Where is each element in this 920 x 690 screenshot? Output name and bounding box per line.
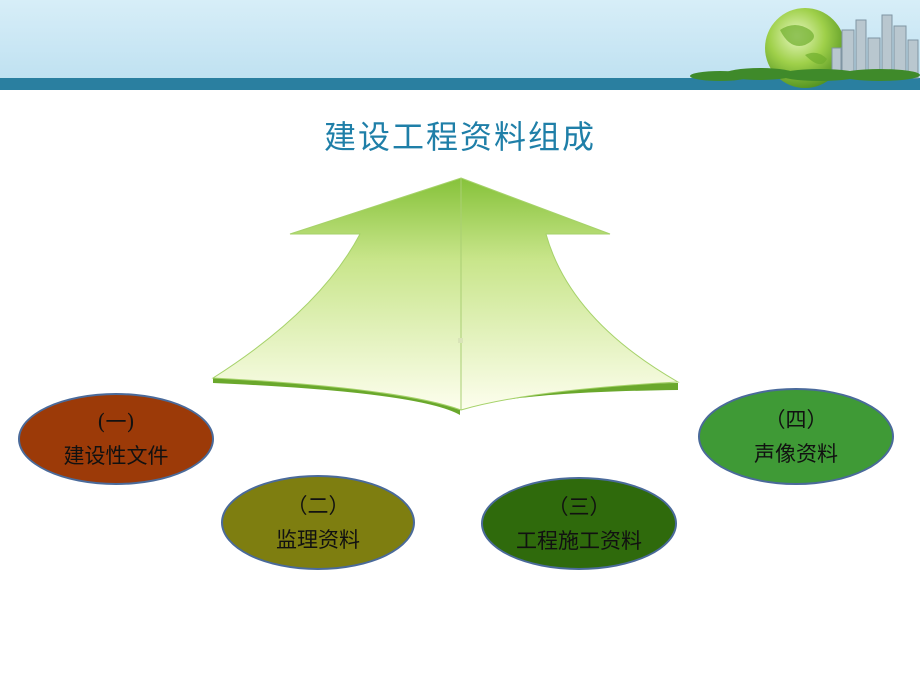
node-label: 声像资料 (754, 441, 838, 466)
header-graphic (0, 0, 920, 90)
globe-icon (765, 8, 845, 88)
node-label: 建设性文件 (63, 444, 169, 468)
node-number: （三） (547, 494, 611, 519)
header-banner (0, 0, 920, 90)
node-number: (一) (97, 410, 135, 434)
node-number: （二） (286, 493, 350, 518)
category-node-2: （二） 监理资料 (221, 475, 415, 570)
category-node-1: (一) 建设性文件 (18, 393, 214, 485)
category-node-3: （三） 工程施工资料 (481, 477, 677, 570)
page-title: 建设工程资料组成 (323, 118, 596, 156)
category-node-4: （四） 声像资料 (698, 388, 894, 485)
node-label: 工程施工资料 (516, 528, 642, 553)
node-label: 监理资料 (276, 527, 360, 552)
upward-arrow (211, 177, 680, 415)
node-number: （四） (764, 407, 828, 432)
grass-icon (690, 68, 920, 81)
